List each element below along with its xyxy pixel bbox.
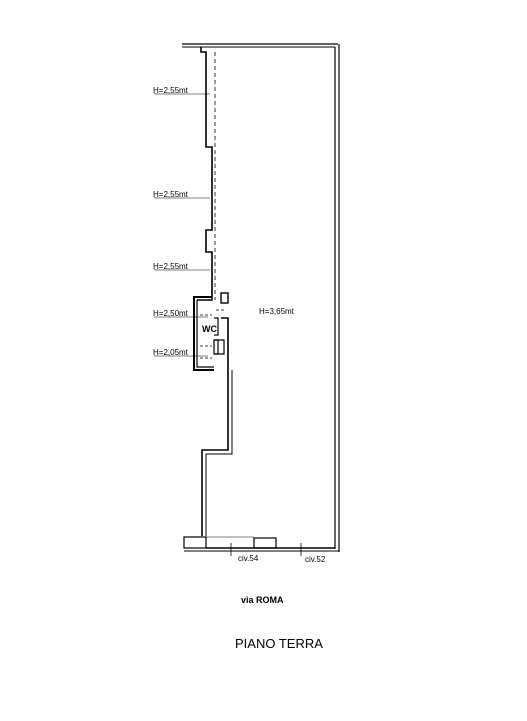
- civic-number-52: civ.52: [305, 555, 326, 564]
- street-name: via ROMA: [241, 595, 284, 605]
- floor-title: PIANO TERRA: [235, 636, 323, 651]
- height-label-1: H=2,55mt: [153, 86, 189, 95]
- height-label-3: H=2,55mt: [153, 262, 189, 271]
- main-room-height-label: H=3,65mt: [259, 307, 295, 316]
- height-label-4: H=2,50mt: [153, 309, 189, 318]
- left-wall-lower: [201, 370, 229, 536]
- left-wall-lower-inner: [205, 370, 233, 536]
- wc-label: WC: [202, 324, 217, 334]
- civic-number-54: civ.54: [238, 554, 259, 563]
- right-wall: [334, 44, 340, 552]
- civic-markers: [230, 543, 302, 556]
- height-leaders: [154, 93, 210, 357]
- height-label-5: H=2,05mt: [153, 348, 189, 357]
- top-wall: [182, 43, 338, 48]
- front-facade: [183, 536, 339, 552]
- wc-room: [193, 292, 229, 371]
- left-wall-upper: [200, 47, 213, 297]
- height-label-2: H=2,55mt: [153, 190, 189, 199]
